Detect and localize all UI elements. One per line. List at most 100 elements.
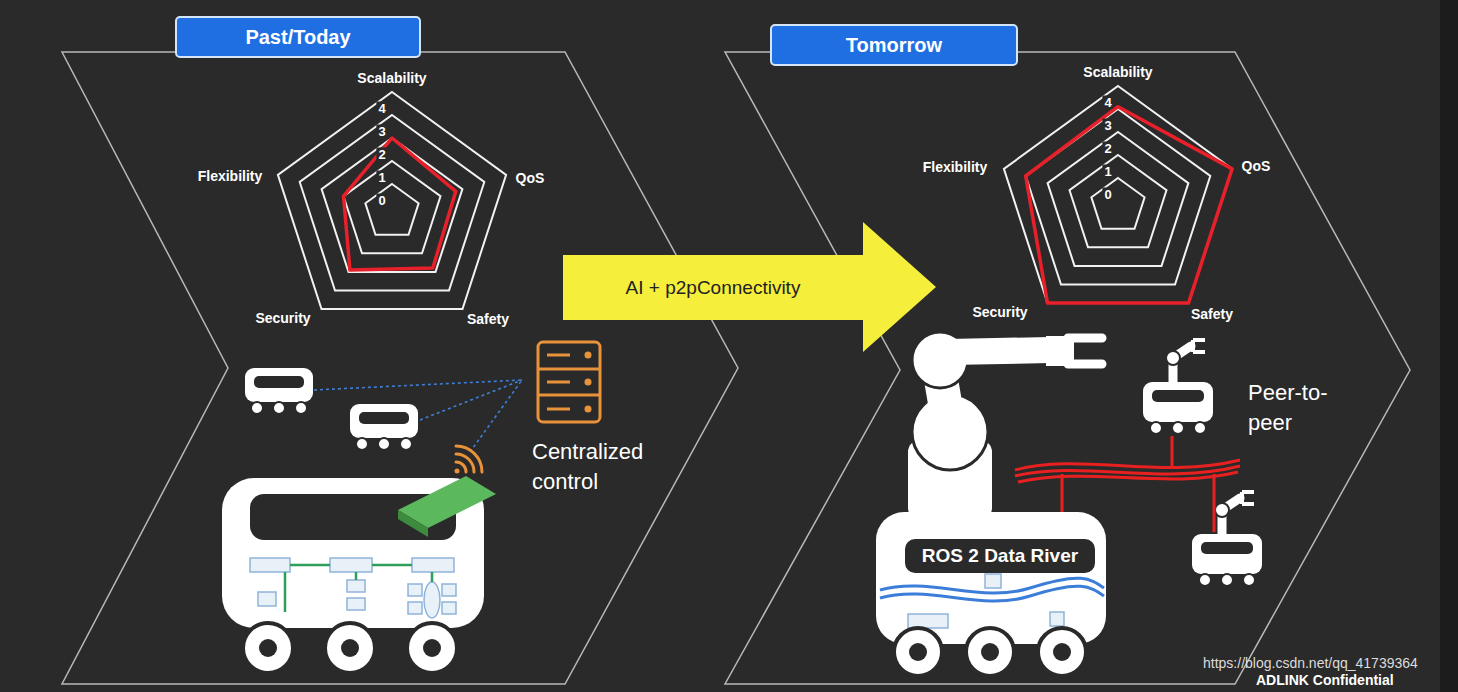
radar-chart	[278, 92, 506, 309]
illustration-circle	[585, 406, 592, 413]
watermark: https://blog.csdn.net/qq_41739364	[1203, 655, 1418, 672]
stage-tab: Tomorrow	[770, 24, 1018, 66]
illustration-rect	[1152, 390, 1204, 402]
illustration-path	[456, 446, 482, 472]
illustration-rect	[250, 558, 290, 572]
radar-ring	[300, 115, 485, 291]
illustration-path	[1242, 492, 1254, 504]
axis-label: Flexibility	[198, 168, 263, 185]
radar-ring	[365, 184, 418, 235]
arrow-fill	[563, 222, 936, 352]
bus-plate: ROS 2 Data River	[905, 539, 1095, 573]
radar-ring	[1004, 86, 1232, 303]
robot-cart-large	[222, 476, 496, 673]
illustration-circle	[909, 643, 927, 661]
illustration-circle	[1215, 503, 1229, 517]
robot-arm-large	[876, 332, 1106, 676]
axis-tick-number: 3	[376, 125, 387, 138]
illustration-circle	[243, 623, 293, 673]
chevron-panel	[62, 52, 738, 684]
axis-label: Safety	[467, 311, 509, 328]
illustration-circle	[295, 402, 307, 414]
radar-ring	[1091, 178, 1144, 229]
illustration-rect	[347, 580, 365, 592]
illustration-path	[285, 565, 432, 612]
illustration-rect	[876, 512, 1106, 644]
illustration-rect	[1192, 534, 1262, 574]
axis-label: QoS	[1242, 158, 1271, 175]
illustration-path	[1171, 436, 1174, 468]
illustration-g	[908, 574, 1064, 628]
data-river-bus	[1015, 436, 1240, 532]
illustration-rect	[442, 602, 456, 614]
illustration-circle	[1150, 422, 1162, 434]
illustration-circle	[273, 402, 285, 414]
illustration-circle	[1243, 574, 1255, 586]
axis-label: QoS	[516, 170, 545, 187]
axis-tick-number: 4	[1102, 96, 1113, 109]
axis-label: Security	[972, 304, 1027, 321]
illustration-path	[1193, 340, 1205, 352]
plate-title: ROS 2 Data River	[922, 545, 1078, 567]
axis-label: Safety	[1191, 306, 1233, 323]
radar-ring	[322, 138, 463, 272]
illustration-rect	[330, 558, 372, 572]
illustration-rect	[1201, 542, 1253, 554]
illustration-rect	[908, 614, 948, 628]
axis-tick-number: 3	[1102, 119, 1113, 132]
illustration-rect	[538, 342, 600, 422]
axis-tick-number: 1	[376, 171, 387, 184]
illustration-circle	[407, 623, 457, 673]
axis-label: Flexibility	[923, 159, 988, 176]
axis-tick-number: 1	[1102, 165, 1113, 178]
illustration-circle	[259, 639, 277, 657]
illustration-path	[1015, 466, 1240, 476]
illustration-circle	[1172, 422, 1184, 434]
illustration-circle	[1166, 351, 1180, 365]
radar-ring	[344, 161, 441, 253]
chevron-panel	[725, 52, 1410, 684]
axis-tick-number: 4	[376, 102, 387, 115]
axis-tick-number: 2	[376, 148, 387, 161]
axis-label: Scalability	[1083, 64, 1152, 81]
illustration-polygon	[398, 510, 428, 537]
illustration-rect	[258, 592, 276, 606]
server-icon	[538, 342, 600, 422]
stage-tab: Past/Today	[175, 16, 421, 58]
axis-tick-number: 2	[1102, 142, 1113, 155]
frame-edge	[1440, 0, 1458, 692]
illustration-rect	[1143, 382, 1213, 422]
radar-ring	[278, 92, 506, 309]
illustration-rect	[1046, 336, 1066, 366]
illustration-path	[1061, 474, 1064, 512]
illustration-circle	[1038, 628, 1086, 676]
robot-cart	[350, 404, 418, 450]
illustration-circle	[1199, 574, 1211, 586]
illustration-circle	[400, 438, 412, 450]
wireless-link	[314, 380, 522, 452]
illustration-rect	[408, 584, 422, 596]
radar-ring	[1070, 155, 1167, 247]
tab-title: Past/Today	[245, 26, 350, 49]
axis-label: Security	[255, 310, 310, 327]
illustration-circle	[325, 623, 375, 673]
illustration-rect	[1050, 612, 1064, 626]
illustration-rect	[347, 598, 365, 610]
illustration-path	[1068, 338, 1102, 364]
illustration-rect	[412, 558, 454, 572]
server-label: Centralized control	[532, 437, 682, 496]
illustration-path	[948, 350, 1050, 352]
illustration-path	[470, 380, 522, 452]
arrow-label: AI + p2pConnectivity	[626, 277, 801, 299]
radar-ring	[1026, 109, 1211, 285]
peer-label: Peer-to-peer	[1248, 378, 1348, 437]
illustration-path	[1213, 474, 1216, 532]
illustration-rect	[985, 574, 1001, 588]
robot-cart	[245, 368, 313, 414]
illustration-rect	[408, 602, 422, 614]
illustration-rect	[245, 368, 313, 402]
robot-arm-small	[1192, 492, 1262, 586]
illustration-path	[1015, 460, 1240, 470]
illustration-circle	[1053, 643, 1071, 661]
illustration-circle	[1194, 422, 1206, 434]
